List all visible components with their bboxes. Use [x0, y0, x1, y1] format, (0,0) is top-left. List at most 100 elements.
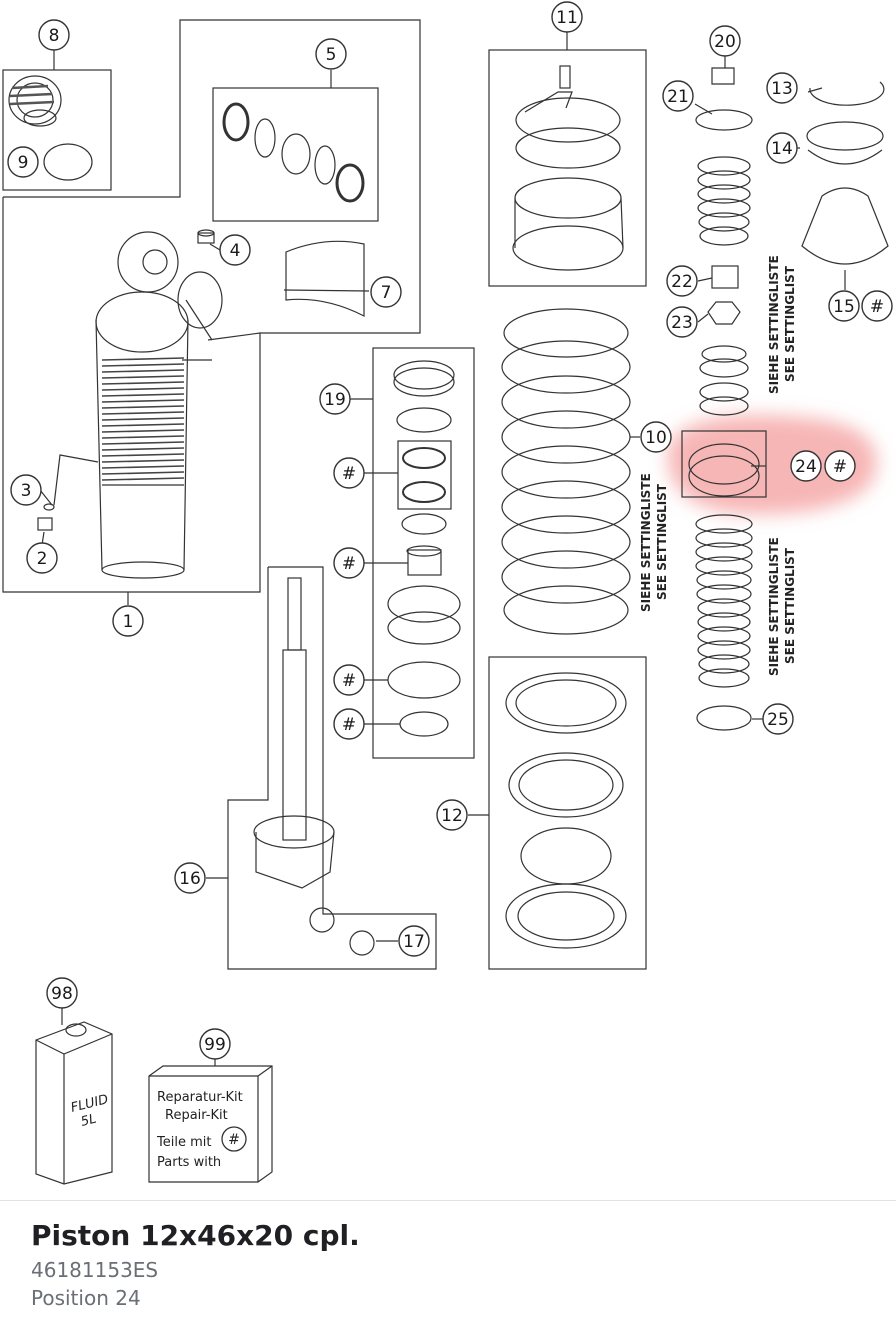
frame-shock-body — [2, 19, 421, 593]
callout-circle-c17 — [398, 925, 430, 957]
shim-stack-drawing — [688, 67, 760, 731]
parts-13-15-drawing — [801, 81, 889, 265]
part-position: Position 24 — [31, 1286, 141, 1310]
main-spring-drawing — [501, 308, 631, 635]
exploded-parts-diagram: 1234578910111213141516171920212223242598… — [2, 1, 893, 1185]
part-8-drawing — [8, 75, 62, 127]
callout-circle-h5 — [333, 664, 365, 696]
frame-part-8 — [2, 69, 112, 191]
callout-label-c15: 15 — [833, 297, 855, 317]
frame-part-16 — [227, 566, 437, 970]
callout-circle-c24 — [790, 450, 822, 482]
part-name: Piston 12x46x20 cpl. — [31, 1219, 360, 1252]
callout-label-c21: 21 — [667, 87, 689, 107]
repair-kit-text-2: Repair-Kit — [165, 1108, 228, 1123]
frame-part-12 — [488, 656, 647, 970]
callout-label-c99: 99 — [204, 1035, 226, 1055]
settinglist-en-upper: SEE SETTINGLIST — [783, 265, 797, 382]
part-info-panel: Piston 12x46x20 cpl. 46181153ES Position… — [0, 1200, 896, 1336]
callout-circle-c19 — [319, 383, 351, 415]
callout-circle-c25 — [762, 703, 794, 735]
frame-part-24 — [681, 430, 767, 498]
settinglist-de-lower: SIEHE SETTINGLISTE — [767, 537, 781, 676]
callout-label-h1: # — [870, 297, 884, 317]
callout-circle-c3 — [10, 474, 42, 506]
callout-label-c19: 19 — [324, 390, 346, 410]
callout-circle-c10 — [640, 421, 672, 453]
repair-kit-label: Reparatur-Kit Repair-Kit Teile mit Parts… — [156, 1090, 247, 1170]
repair-kit-text-4: Parts with — [157, 1155, 221, 1170]
part-12-rings — [505, 672, 627, 949]
callout-circle-c13 — [766, 72, 798, 104]
callout-circle-c4 — [219, 234, 251, 266]
frame-seal-pair — [397, 440, 452, 510]
callout-circle-c7 — [370, 276, 402, 308]
callout-label-c9: 9 — [18, 153, 29, 173]
callout-circle-c21 — [662, 80, 694, 112]
callout-circle-c23 — [666, 306, 698, 338]
callout-circle-c5 — [315, 38, 347, 70]
callout-label-h5: # — [342, 671, 356, 691]
callout-label-c11: 11 — [556, 8, 578, 28]
callout-label-c8: 8 — [49, 26, 60, 46]
callout-circle-c16 — [174, 862, 206, 894]
callout-markers: 1234578910111213141516171920212223242598… — [7, 1, 893, 1060]
part-number: 46181153ES — [31, 1258, 159, 1282]
callout-label-c14: 14 — [771, 139, 793, 159]
repair-kit-drawing — [148, 1065, 273, 1183]
part-5-drawing — [222, 102, 365, 203]
callout-label-h6: # — [342, 715, 356, 735]
callout-circle-c9 — [7, 146, 39, 178]
part-19-stack — [387, 360, 461, 737]
settinglist-en-lower: SEE SETTINGLIST — [783, 547, 797, 664]
callout-label-c10: 10 — [645, 428, 667, 448]
callout-circle-c12 — [436, 799, 468, 831]
callout-circle-h6 — [333, 708, 365, 740]
callout-label-c4: 4 — [230, 241, 241, 261]
callout-label-c22: 22 — [671, 272, 693, 292]
part-11-drawing — [512, 65, 624, 271]
callout-label-c17: 17 — [403, 932, 425, 952]
callout-circle-c11 — [551, 1, 583, 33]
callout-label-c1: 1 — [123, 612, 134, 632]
spring-coils — [101, 357, 185, 481]
callout-label-h4: # — [342, 554, 356, 574]
part-7-shield — [285, 240, 365, 317]
callout-circle-c8 — [38, 19, 70, 51]
frame-part-5 — [212, 87, 379, 222]
selected-part-highlight — [667, 415, 877, 515]
part-9-oring — [43, 143, 93, 181]
callout-circle-c15 — [828, 290, 860, 322]
callout-label-h2: # — [833, 457, 847, 477]
callout-label-c25: 25 — [767, 710, 789, 730]
part-16-drawing — [253, 577, 375, 956]
callout-circle-c98 — [46, 977, 78, 1009]
callout-label-c12: 12 — [441, 806, 463, 826]
repair-kit-marker-circle — [221, 1126, 247, 1152]
repair-kit-marker: # — [228, 1132, 240, 1148]
callout-label-c16: 16 — [179, 869, 201, 889]
frame-part-19 — [372, 347, 475, 759]
fluid-can-drawing — [35, 1021, 113, 1185]
shock-body-drawing — [95, 231, 223, 579]
callout-label-c20: 20 — [714, 32, 736, 52]
fluid-can-label: FLUID 5L — [69, 1092, 110, 1130]
callout-circle-c20 — [709, 25, 741, 57]
callout-circle-c22 — [666, 265, 698, 297]
callout-label-c5: 5 — [326, 45, 337, 65]
callout-circle-c2 — [26, 542, 58, 574]
callout-label-c23: 23 — [671, 313, 693, 333]
callout-label-c98: 98 — [51, 984, 73, 1004]
settinglist-de-upper: SIEHE SETTINGLISTE — [767, 255, 781, 394]
settinglist-labels: SIEHE SETTINGLISTE SEE SETTINGLIST SIEHE… — [639, 255, 797, 676]
repair-kit-text-3: Teile mit — [156, 1135, 211, 1150]
callout-circle-c1 — [112, 605, 144, 637]
callout-circle-h1 — [861, 290, 893, 322]
callout-label-c2: 2 — [37, 549, 48, 569]
fluid-can-text-2: 5L — [79, 1112, 98, 1130]
callout-circle-c14 — [766, 132, 798, 164]
callout-circle-h4 — [333, 547, 365, 579]
callout-label-c7: 7 — [381, 283, 392, 303]
settinglist-de-spring: SIEHE SETTINGLISTE — [639, 473, 653, 612]
callout-label-h3: # — [342, 464, 356, 484]
